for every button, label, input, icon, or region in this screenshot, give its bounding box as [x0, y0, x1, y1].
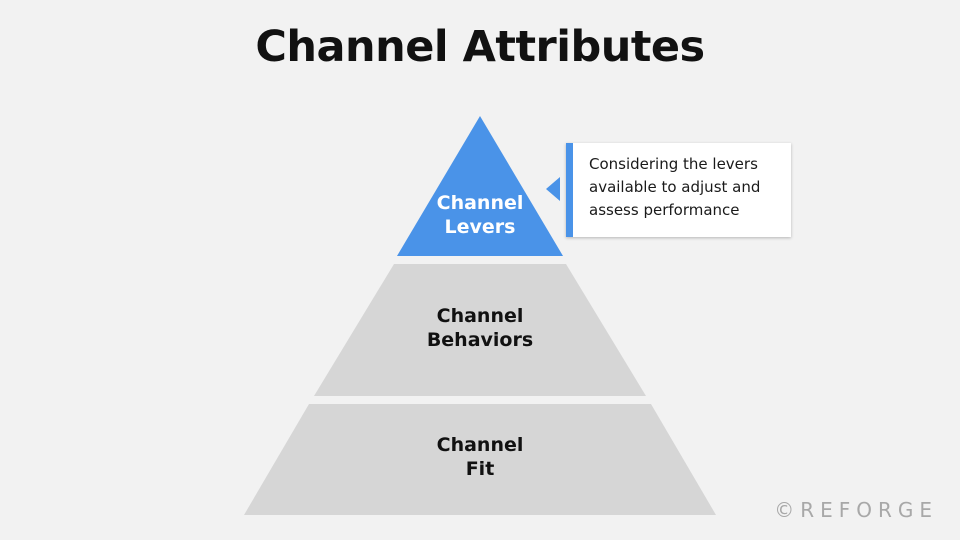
reforge-watermark: ©REFORGE [774, 498, 938, 522]
pyramid-tier-middle-label: Channel Behaviors [400, 304, 560, 352]
slide-title: Channel Attributes [255, 22, 705, 72]
pyramid-tier-top-shape [397, 116, 563, 256]
tier-top-line2: Levers [444, 216, 516, 238]
tier-bottom-line2: Fit [465, 458, 495, 480]
pyramid-tier-bottom-label: Channel Fit [400, 433, 560, 481]
callout-box: Considering the levers available to adju… [566, 143, 791, 237]
pyramid-tier-middle-shape [314, 264, 646, 396]
tier-middle-line2: Behaviors [426, 329, 534, 351]
pyramid-tier-bottom-shape [244, 404, 716, 515]
tier-bottom-line1: Channel [436, 434, 524, 456]
pyramid-tier-top-label: Channel Levers [420, 191, 540, 239]
callout-text: Considering the levers available to adju… [589, 155, 761, 219]
callout-pointer-icon [546, 177, 560, 201]
tier-middle-line1: Channel [436, 305, 524, 327]
tier-top-line1: Channel [436, 192, 524, 214]
